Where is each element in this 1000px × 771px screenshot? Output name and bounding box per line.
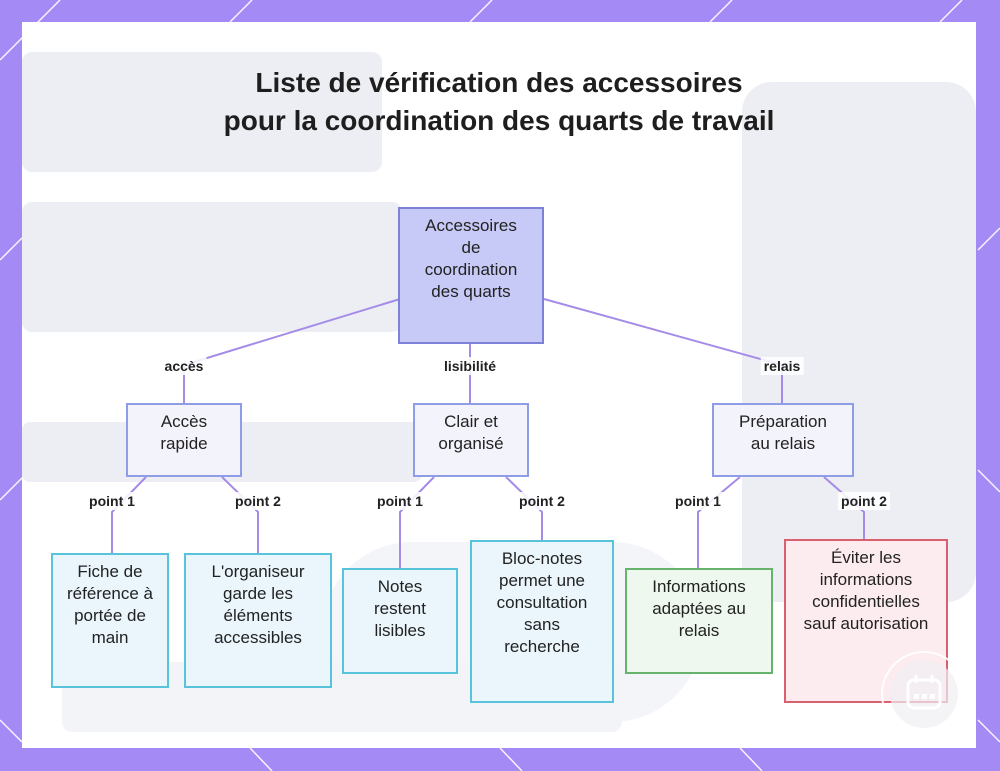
edge-label-point-2: point 2 [232,492,284,510]
edge-label-point-2: point 2 [516,492,568,510]
link-clair-notes [400,477,434,568]
edge-label-point-2: point 2 [838,492,890,510]
link-acces-fiche [112,477,146,553]
edge-label-point-1: point 1 [86,492,138,510]
node-root: Accessoires de coordination des quarts [398,207,544,344]
diagram-card: Liste de vérification des accessoires po… [22,22,976,748]
node-clair-organise-label: Clair et organisé [431,411,511,455]
node-fiche-reference: Fiche de référence à portée de main [51,553,169,688]
node-notes-lisibles: Notes restent lisibles [342,568,458,674]
node-notes-lisibles-label: Notes restent lisibles [365,576,435,642]
node-eviter-confidentielles-label: Éviter les informations confidentielles … [796,547,936,635]
node-informations-adaptees: Informations adaptées au relais [625,568,773,674]
node-preparation-relais-label: Préparation au relais [728,411,838,455]
node-bloc-notes: Bloc-notes permet une consultation sans … [470,540,614,703]
node-fiche-reference-label: Fiche de référence à portée de main [66,561,154,649]
node-acces-rapide: Accès rapide [126,403,242,477]
edge-label-acces: accès [162,357,207,375]
node-root-label: Accessoires de coordination des quarts [416,215,526,303]
edge-label-point-1: point 1 [374,492,426,510]
edge-label-lisibilite: lisibilité [441,357,499,375]
node-clair-organise: Clair et organisé [413,403,529,477]
edge-label-relais: relais [761,357,804,375]
node-bloc-notes-label: Bloc-notes permet une consultation sans … [487,548,597,658]
link-root-acces [184,299,400,403]
link-acces-organiseur [222,477,258,553]
node-informations-adaptees-label: Informations adaptées au relais [639,576,759,642]
calendar-icon [880,650,968,738]
edge-label-point-1: point 1 [672,492,724,510]
node-preparation-relais: Préparation au relais [712,403,854,477]
node-organiseur-label: L'organiseur garde les éléments accessib… [203,561,313,649]
node-acces-rapide-label: Accès rapide [154,411,214,455]
node-organiseur: L'organiseur garde les éléments accessib… [184,553,332,688]
link-root-prep [544,299,782,403]
link-prep-infos [698,477,740,568]
